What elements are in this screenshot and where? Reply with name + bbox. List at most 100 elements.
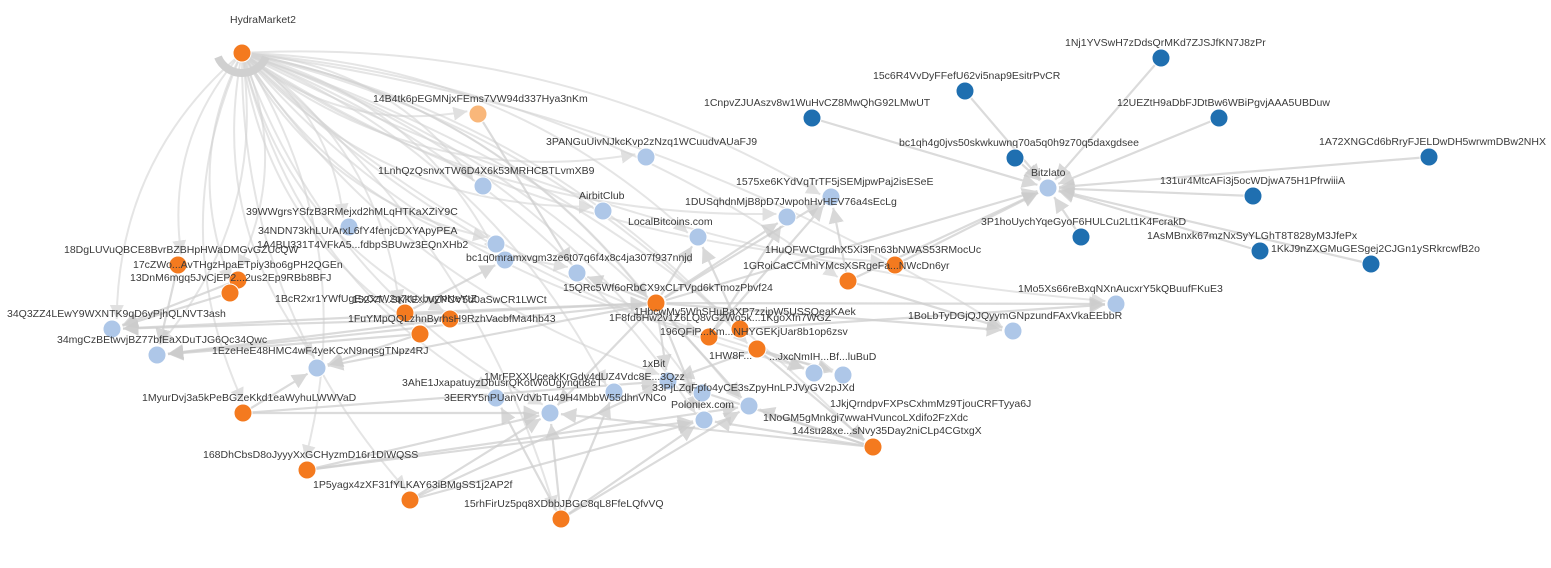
- node-label-airbitclub: AirbitClub: [579, 190, 625, 202]
- edge-15rhfiruz5pq8xdb-to-1nogm5gmnkgi7wwa: [560, 410, 741, 520]
- node-label-3panguuivnjkckvp2znzq1wcuudvauafj9: 3PANGuUivNJkcKvp2zNzq1WCuudvAUaFJ9: [546, 136, 757, 148]
- node-label-33pjlzqfpfo4yce3szpyhnlpjvygv2pjxd: 33PjLZqFpfo4yCE3sZpyHnLPJVyGV2pJXd: [652, 382, 855, 394]
- node-label-bc1qh4g0jvs50skwkuwnq70a5q0h9z70q5daxgds: bc1qh4g0jvs50skwkuwnq70a5q0h9z70q5daxgds…: [899, 137, 1139, 149]
- edge-1hbcwmy5wh-to-1dusqhdnmjb8pd7j: [708, 225, 782, 338]
- node-1p5yagx4zxf31fylkay63ibmgss1j2ap2f[interactable]: [400, 490, 420, 510]
- node-12uezth9adbfjdtbw6wbipgvjaaa5ubduw[interactable]: [1209, 108, 1229, 128]
- node-label-1hbcwmy5wh: 1HbcwMy5WhSHuBaXP7zzipW5USSQeaKAek: [634, 306, 857, 318]
- node-poloniex-com[interactable]: [694, 410, 714, 430]
- edge-17czwo-to-34q3zz4lewy9wxnt: [121, 278, 239, 327]
- node-1xbit[interactable]: [658, 371, 678, 391]
- node-34mgczbetwvjbz77bfeaxdutjg6qc34qwc[interactable]: [147, 345, 167, 365]
- node-1mo5xs66rebxqnxnaucxry5kqbuuffkue3[interactable]: [1106, 294, 1126, 314]
- edge-15rhfiruz5pq8xdb-to-3eery5npuanvdvbt: [545, 423, 563, 520]
- edge-hydramarket2-to-18dgluvuqbce8bvr: [172, 52, 243, 255]
- node-1groicaccmhiymcsxsrgefa-nwcdn6yr[interactable]: [838, 271, 858, 291]
- node-label-1ezehee48hmc4wf4yekcxn9nqsgtnpz4rj: 1EzeHeE48HMC4wF4yeKCxN9nqsgTNpz4RJ: [212, 345, 429, 357]
- edge-1kkj9nzxgmugesge-to-bitzlato: [1058, 186, 1372, 266]
- node-label-1fuympqqlzhnbyrhsh9rzhvacbfma4hb43: 1FuYMpQQLzhnByrhsH9RzhVacbfMa4hb43: [348, 313, 556, 325]
- node-33pjlzqfpfo4yce3szpyhnlpjvygv2pjxd[interactable]: [692, 383, 712, 403]
- edge-1f8fd6hw2v1z6lq8-to-1bolbtydgjqjqyym: [655, 301, 1003, 337]
- node-39wwgrsysfzb3rmejxd2hmlqhtkaxziy9c[interactable]: [339, 217, 359, 237]
- node-3eery5npuanvdvbtu49h4mbbw55dhnvnco[interactable]: [540, 403, 560, 423]
- edge-hydramarket2-to-34q3zz4lewy9wxnt: [109, 52, 243, 320]
- node-label-1bcr2xr1ywfugexczw2q7tuxbuynneytz: 1BcR2xr1YWfUgExCzW2q7tUxbuyNNeYtZ: [275, 293, 477, 305]
- node-13dnm6mgq5[interactable]: [220, 283, 240, 303]
- node-15c6r4vvdyffefu62vi5nap9esitrpvcr[interactable]: [955, 81, 975, 101]
- node-1fuympqqlzhnbyrhsh9rzhvacbfma4hb43[interactable]: [410, 324, 430, 344]
- node-label-144su28xe-snvy35day2niclp4cgtxgx: 144su28xe...sNvy35Day2niCLp4CGtxgX: [792, 425, 982, 437]
- edge-14b4tk6pegmnjxfe-to-bc1q0mramxvgm3ze: [477, 113, 573, 265]
- edge-1hw8f-to-1xbit: [677, 347, 758, 380]
- edge-hydramarket2-to-1hbcwmy5wh: [241, 52, 700, 336]
- edge-1huqfwctgrdhx5xi-to-bitzlato: [894, 191, 1039, 266]
- node-1jxcnmih-bf-lubud[interactable]: [804, 363, 824, 383]
- edge-1myurdvj3a5kpebg-to-1xbit: [242, 375, 658, 415]
- edge-1p5yagx4zxf31fyl-to-3eery5npuanvdvbt: [409, 417, 542, 501]
- edge-15rhfiruz5pq8xdb-to-poloniex-com: [560, 425, 696, 520]
- node-1asmbnxk67mznxsyylght8t828ym3jfepx[interactable]: [1250, 241, 1270, 261]
- edge-hydramarket2-to-33pjlzqfpfo4yce3: [241, 52, 694, 388]
- node-bc1q0mramxvgm3ze6t07q6f4x8c4ja307f937nnj[interactable]: [567, 263, 587, 283]
- node-label-3ahe1jxapatuyzdbusrqkotwougynqu8et: 3AhE1JxapatuyzDbusrQKotWoUgynqu8eT: [402, 377, 603, 389]
- node-label-hydramarket2: HydraMarket2: [230, 14, 296, 26]
- node-144su28xe-snvy35day2niclp4cgtxgx[interactable]: [863, 437, 883, 457]
- node-168dhcbsd8ojyyyxxgchyzmd16r1diwqss[interactable]: [297, 460, 317, 480]
- node-196qfip[interactable]: [730, 319, 750, 339]
- node-1bolbtydgjqjqyymgnpzundfaxvkaeebbr[interactable]: [1003, 321, 1023, 341]
- node-label-12uezth9adbfjdtbw6wbipgvjaaa5ubduw: 12UEZtH9aDbFJDtBw6WBiPgvjAAA5UBDuw: [1117, 97, 1330, 109]
- node-131ur4mtcafi3j5ocwdjwa75h1pfrwiiia[interactable]: [1243, 186, 1263, 206]
- node-1nogm5gmnkgi7wwahvuncolxdifo2fzxdc[interactable]: [739, 396, 759, 416]
- node-label-bc1q0mramxvgm3ze6t07q6f4x8c4ja307f937nnj: bc1q0mramxvgm3ze6t07q6f4x8c4ja307f937nnj…: [466, 252, 693, 264]
- node-1a72xngcd6brryfjeldwdh5wrwmdbw2nhx[interactable]: [1419, 147, 1439, 167]
- node-18dgluvuqbce8bvrbzbhphwadmgvgzucqw[interactable]: [168, 255, 188, 275]
- node-hydramarket2[interactable]: [232, 43, 252, 63]
- node-1cnpvzjuaszv8w1wuhvcz8mwqhg92lmwut[interactable]: [802, 108, 822, 128]
- node-1nj1yvswh7zddsqrmkd7zjsjfkn7j8zpr[interactable]: [1151, 48, 1171, 68]
- node-1a4bu331t4vfka5fdbpsbuwz3eqnxhb2[interactable]: [495, 250, 515, 270]
- node-152xt[interactable]: [395, 303, 415, 323]
- edge-15rhfiruz5pq8xdb-to-3ahe1jxapatuyzdb: [500, 407, 562, 520]
- node-label-1p5yagx4zxf31fylkay63ibmgss1j2ap2f: 1P5yagx4zXF31fYLKAY63iBMgSS1j2AP2f: [313, 479, 513, 491]
- node-label-1a72xngcd6brryfjeldwdh5wrwmdbw2nhx: 1A72XNGCd6bRryFJELDwDH5wrwmDBw2NHX: [1319, 136, 1546, 148]
- node-3panguuivnjkckvp2znzq1wcuudvauafj9[interactable]: [636, 147, 656, 167]
- node-label-196qfip: 196QFiP...Km...NHYGEKjUar8b1op6zsv: [660, 326, 848, 338]
- node-1575xe6kydvqtrtf5jsemjpwpaj2isesee[interactable]: [821, 187, 841, 207]
- node-1mrfpxxuceakkrgdy4duz4vdc8e-3qzz[interactable]: [604, 382, 624, 402]
- node-1dusqhdnmjb8pd7jwpohhvhev76a4seclg[interactable]: [777, 207, 797, 227]
- edge-1myurdvj3a5kpebg-to-1ezehee48hmc4wf4: [242, 372, 309, 414]
- node-1huqfwctgrdhx5xi3fn63bnwas53rmocuc[interactable]: [885, 255, 905, 275]
- node-34q3zz4lewy9wxntk9qd6ypjhqlnvt3ash[interactable]: [102, 319, 122, 339]
- node-1f8fd6hw2v1z6lq8vg2wo5k[interactable]: [646, 293, 666, 313]
- edge-hydramarket2-to-1dusqhdnmjb8pd7j: [241, 52, 777, 222]
- node-1lnhqzqsnvxtw6d4x6k53mrhcbtlvmxb9[interactable]: [473, 176, 493, 196]
- edge-hydramarket2-to-localbitcoins-co: [241, 52, 689, 234]
- node-1bcr2xr1ywfugexczw2q7tuxbuynneytz[interactable]: [440, 309, 460, 329]
- edge-hydramarket2-to-1xbit: [241, 52, 660, 377]
- edge-hydramarket2-to-1bcr2xr1ywfugexc: [241, 52, 444, 312]
- node-15rhfiruz5pq8xdbbjbgc8ql8ffelqfvvq[interactable]: [551, 509, 571, 529]
- node-1hbcwmy5wh[interactable]: [699, 327, 719, 347]
- node-label-152xt: 152XT...SKKE...VZPCV5d0aSwCR1LWCt: [352, 294, 547, 306]
- node-1ezehee48hmc4wf4yekcxn9nqsgtnpz4rj[interactable]: [307, 358, 327, 378]
- node-34ndn73khlurarxl6fy4fenjcdxyapypea[interactable]: [486, 234, 506, 254]
- node-bitzlato[interactable]: [1038, 178, 1058, 198]
- edge-15rhfiruz5pq8xdb-to-1mrfpxxuceakkrgd: [559, 401, 611, 520]
- node-1hw8f[interactable]: [747, 339, 767, 359]
- edge-hydramarket2-to-3ahe1jxapatuyzdb: [241, 52, 490, 391]
- node-3ahe1jxapatuyzdbusrqkotwougynqu8et[interactable]: [486, 388, 506, 408]
- node-3p1houychyqegyof6hulcu2lt1k4fcrakd[interactable]: [1071, 227, 1091, 247]
- edge-1p5yagx4zxf31fyl-to-poloniex-com: [409, 419, 694, 502]
- node-localbitcoins-com[interactable]: [688, 227, 708, 247]
- edge-1f8fd6hw2v1z6lq8-to-1mo5xs66rebxqnxn: [655, 296, 1106, 312]
- node-1kkj9nzxgmugesgej2cjgn1ysrkrcwfb2o[interactable]: [1361, 254, 1381, 274]
- node-bc1qh4g0jvs50skwkuwnq70a5q0h9z70q5daxgds[interactable]: [1005, 148, 1025, 168]
- node-1myurdvj3a5kpebgzekkd1eawyhulwwvad[interactable]: [233, 403, 253, 423]
- node-14b4tk6pegmnjxfems7vw94d337hya3nkm[interactable]: [468, 104, 488, 124]
- node-label-1lnhqzqsnvxtw6d4x6k53mrhcbtlvmxb9: 1LnhQzQsnvxTW6D4X6k53MRHCBTLvmXB9: [378, 165, 595, 177]
- node-label-18dgluvuqbce8bvrbzbhphwadmgvgzucqw: 18DgLUVuQBCE8BvrBZBHpHWaDMGvGZUcQW: [64, 244, 298, 256]
- node-label-34q3zz4lewy9wxntk9qd6ypjhqlnvt3ash: 34Q3ZZ4LEwY9WXNTK9qD6yPjhQLNVT3ash: [7, 308, 226, 320]
- node-airbitclub[interactable]: [593, 201, 613, 221]
- node-label-1a4bu331t4vfka5fdbpsbuwz3eqnxhb2: 1A4BU331T4VFkA5...fdbpSBUwz3EQnXHb2: [257, 239, 468, 251]
- node-1jkjqrndpvfxpscxhmmz9tjoucrftyya6j[interactable]: [833, 365, 853, 385]
